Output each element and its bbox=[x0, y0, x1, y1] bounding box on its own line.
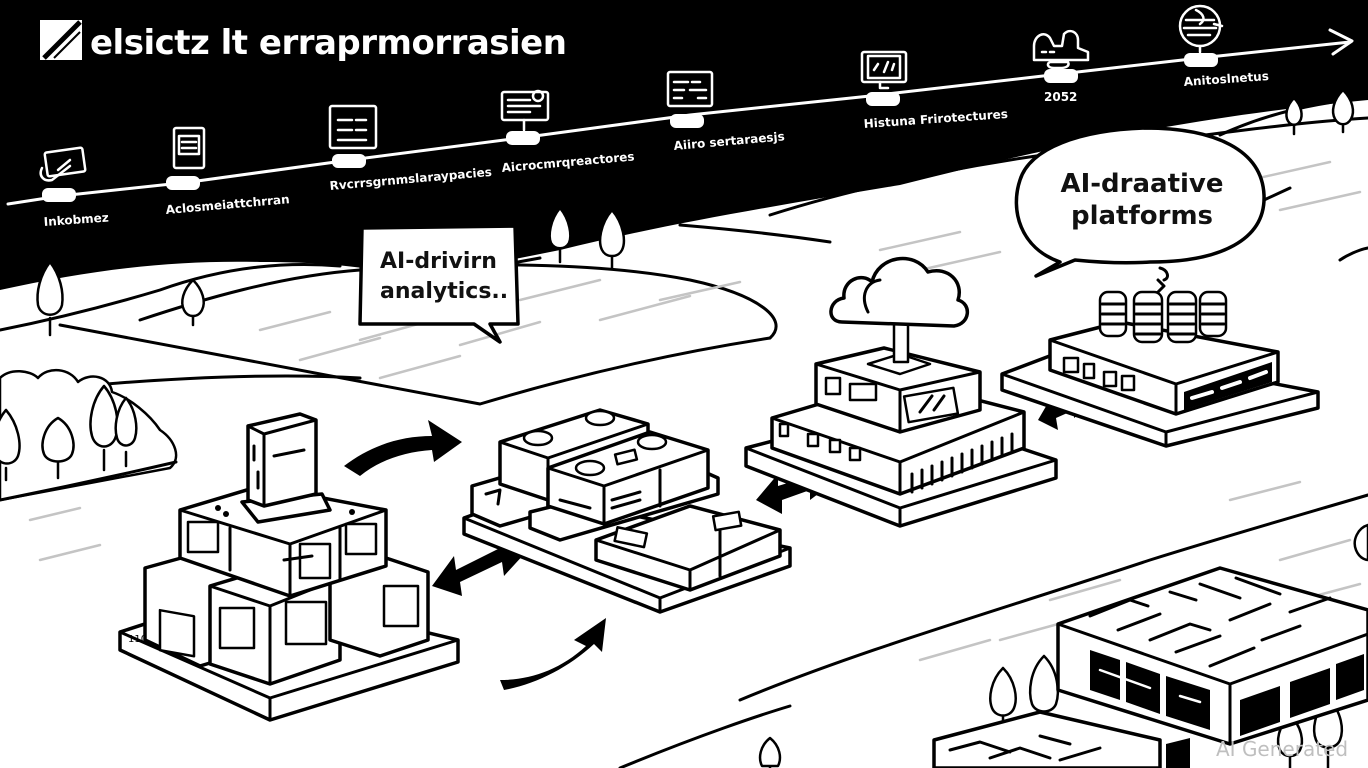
bush-base bbox=[0, 460, 178, 502]
bush-icon bbox=[1353, 523, 1368, 562]
header: elsictz lt erraprmorrasien bbox=[40, 20, 567, 63]
milestone-marker bbox=[506, 131, 540, 145]
tree-icon bbox=[758, 736, 782, 768]
tree-icon bbox=[548, 206, 572, 264]
globe-icon bbox=[1178, 4, 1224, 54]
callout-platforms: AI-draative platforms bbox=[1014, 126, 1292, 278]
arrow-right-icon bbox=[1328, 28, 1354, 56]
tree-icon bbox=[989, 666, 1017, 732]
diagonal-slash-logo-icon bbox=[40, 20, 82, 60]
building-icon bbox=[932, 566, 1368, 768]
milestone-label: Inkobmez bbox=[43, 210, 109, 229]
modules-cluster-icon bbox=[462, 408, 792, 614]
curved-arrow-icon bbox=[344, 420, 462, 476]
milestone-marker bbox=[670, 114, 704, 128]
timeline-milestone[interactable]: 2052 bbox=[1032, 29, 1090, 104]
server-stack-icon: 110 bbox=[118, 412, 460, 722]
road-right-edge bbox=[678, 223, 832, 244]
bush-icon bbox=[0, 369, 178, 502]
tree-icon bbox=[1331, 88, 1355, 134]
milestone-label: Anitoslnetus bbox=[1183, 69, 1269, 89]
database-cylinders bbox=[1098, 266, 1228, 344]
milestone-marker bbox=[1044, 69, 1078, 83]
callout-line-1: AI-draative bbox=[1060, 169, 1223, 199]
bubble-connector bbox=[1262, 186, 1292, 202]
tree-icon bbox=[41, 416, 75, 480]
tree-icon bbox=[598, 208, 626, 270]
bubble-connector-right bbox=[516, 256, 542, 264]
timeline-axis bbox=[6, 40, 1352, 206]
code-monitor-icon bbox=[666, 70, 714, 108]
cloud-server-icon bbox=[744, 256, 1058, 528]
document-monitor-icon bbox=[328, 104, 378, 150]
callout-analytics: AI-drivirn analytics.. bbox=[338, 224, 542, 344]
tree-icon bbox=[1285, 96, 1303, 136]
database-cluster-icon bbox=[1000, 266, 1320, 448]
base-mark: 110 bbox=[128, 634, 147, 645]
tree-icon bbox=[89, 384, 119, 472]
speech-bubble bbox=[1014, 126, 1266, 278]
ground-lower-edge bbox=[738, 493, 1368, 702]
milestone-marker bbox=[166, 176, 200, 190]
milestone-marker bbox=[1184, 53, 1218, 67]
cloud-computer-icon bbox=[1032, 29, 1090, 70]
timeline-milestone[interactable]: Inkobmez bbox=[39, 146, 109, 229]
field-boundary bbox=[58, 323, 772, 406]
cloud-icon bbox=[829, 256, 969, 328]
callout-line-2: platforms bbox=[1071, 201, 1213, 231]
ground-lower-edge-2 bbox=[618, 704, 792, 768]
milestone-marker bbox=[332, 154, 366, 168]
watermark: AI Generated bbox=[1216, 737, 1348, 761]
hill-outline-left bbox=[0, 263, 342, 332]
trees bbox=[0, 88, 1368, 768]
milestone-marker bbox=[866, 92, 900, 106]
milestone-marker bbox=[42, 188, 76, 202]
server-vent bbox=[910, 432, 1014, 494]
dashboard-sign-icon bbox=[500, 89, 550, 132]
speech-bubble bbox=[358, 224, 520, 344]
page-title: elsictz lt erraprmorrasien bbox=[90, 23, 566, 63]
roof-grid bbox=[1088, 576, 1332, 668]
timeline-milestone[interactable]: Anitoslnetus bbox=[1178, 4, 1269, 89]
tree-icon bbox=[181, 278, 205, 327]
callout-line-1: AI-drivirn bbox=[380, 249, 497, 274]
tree-icon bbox=[36, 260, 64, 337]
terminal-icon bbox=[172, 126, 206, 170]
curved-arrow-icon bbox=[500, 618, 606, 690]
tree-icon bbox=[114, 396, 138, 468]
laptop-icon bbox=[39, 146, 87, 182]
callout-line-2: analytics.. bbox=[380, 279, 508, 304]
data-monitor-icon bbox=[860, 50, 908, 90]
tree-icon bbox=[0, 408, 21, 482]
bubble-connector-left bbox=[338, 256, 362, 264]
milestone-label: 2052 bbox=[1044, 90, 1077, 104]
